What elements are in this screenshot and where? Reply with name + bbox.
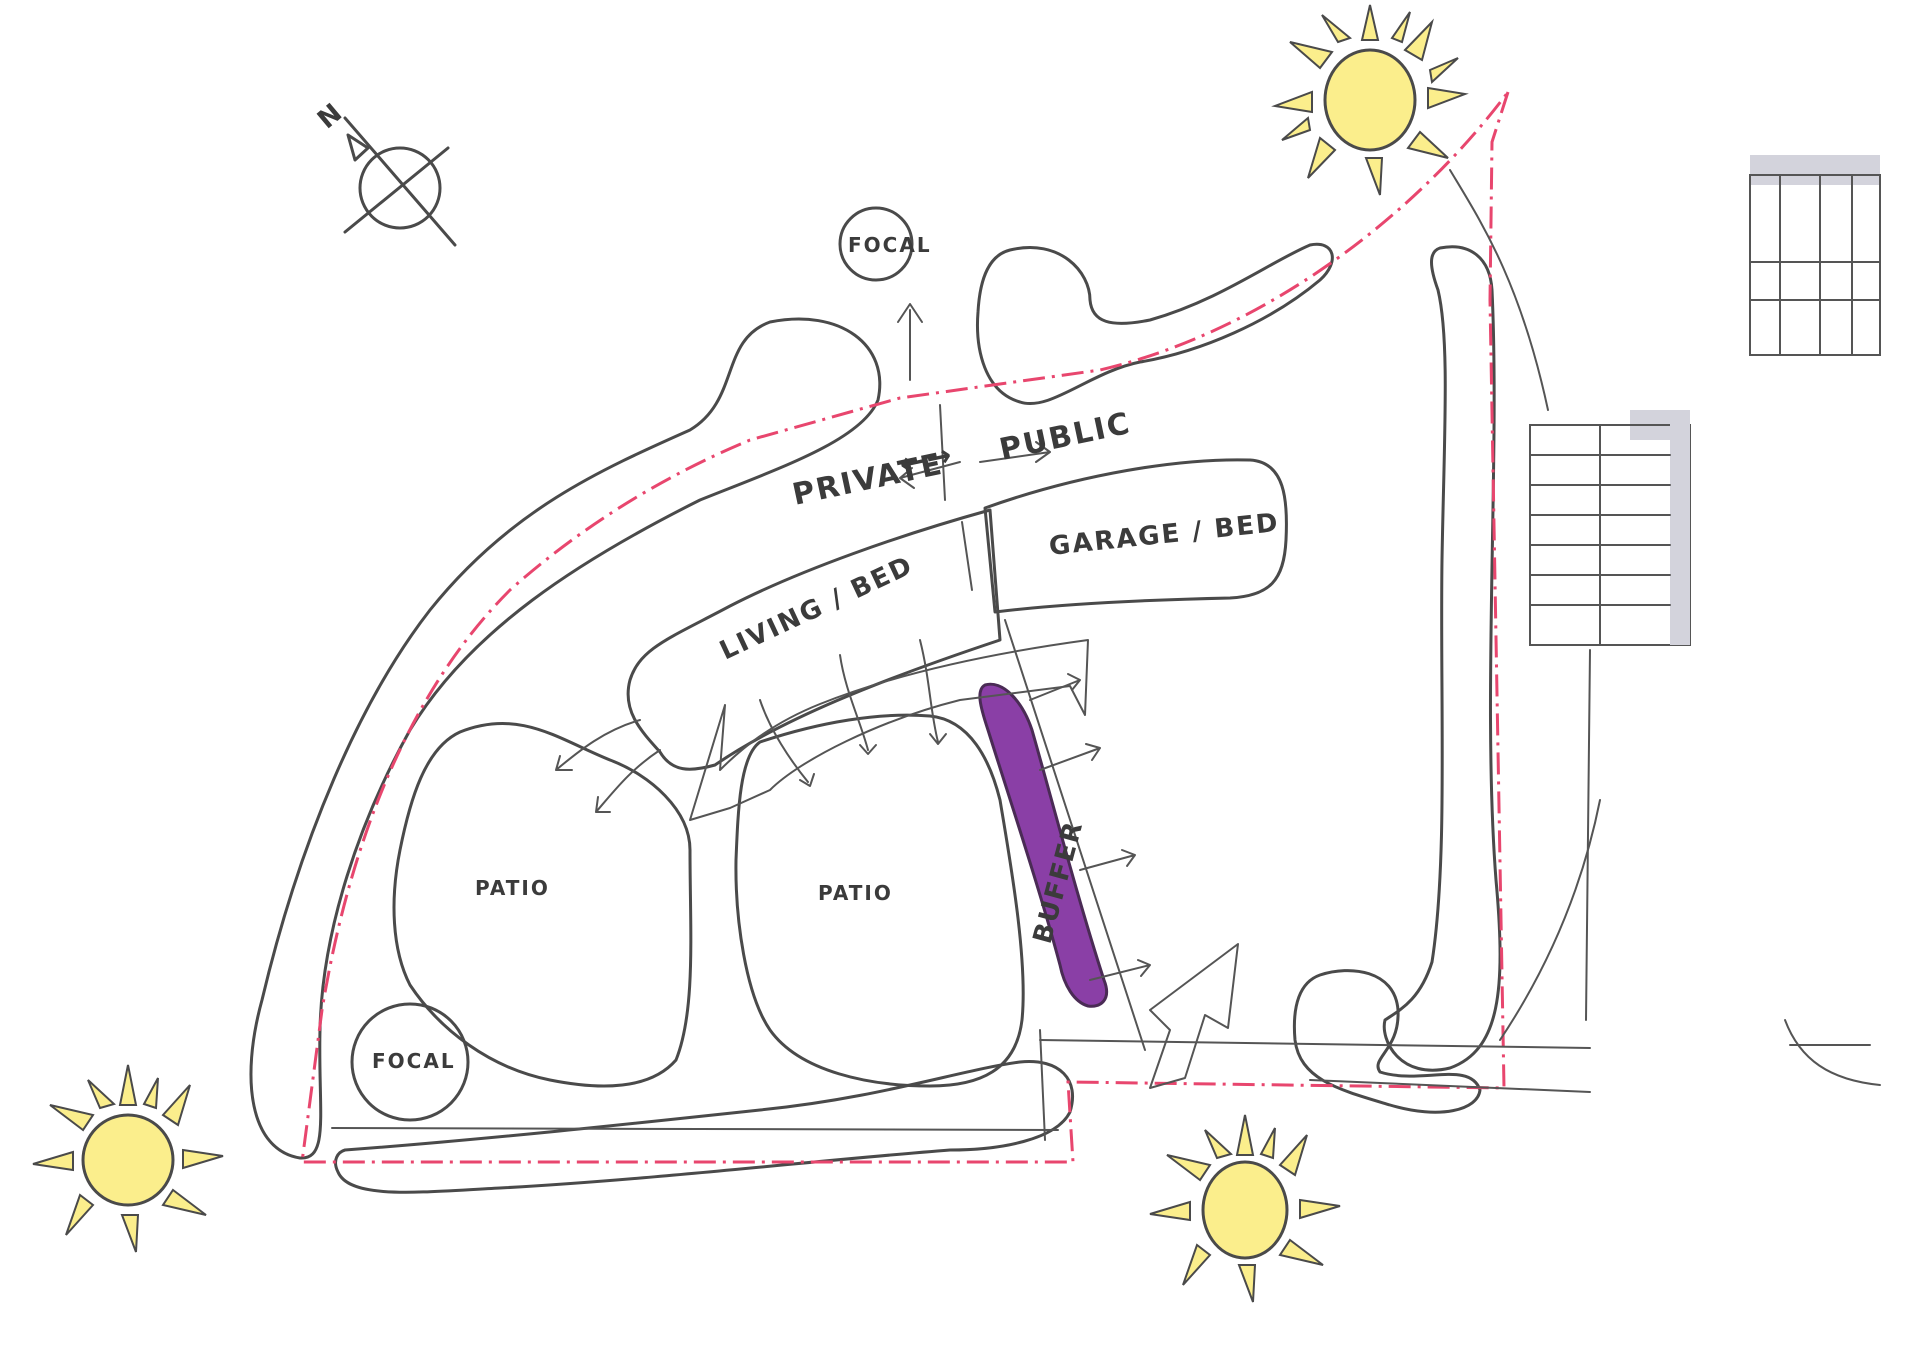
patio-left-zone [392,722,693,1088]
adjacent-buildings [1529,155,1881,1086]
flow-line [1039,1029,1046,1141]
focal-top-label: FOCAL [848,233,932,257]
green-zone-south-strip [334,1060,1075,1194]
sun-bottom-center [1149,1114,1341,1303]
flow-line [1029,673,1081,701]
flow-line [1499,799,1601,1041]
adjacent-building-lower [1529,424,1691,646]
green-zone-north-blob [976,242,1334,406]
patio-right-label: PATIO [818,881,893,905]
public-label: PUBLIC [996,406,1134,468]
sun-bottom-left [32,1064,224,1253]
lilac-sweep-arrow [689,639,1089,821]
focal-bottom-circle [350,1002,470,1122]
north-label: N [312,97,349,135]
partial-line-far-right [1784,1019,1881,1086]
flow-line [897,303,923,381]
circulation-arrows [689,639,1239,1089]
sun-icon [1149,1114,1341,1303]
sun-icon [32,1064,224,1253]
living-bed-zone [626,508,1002,771]
building-grid-lines [1749,174,1881,356]
flow-line [759,699,815,787]
adjacent-building-upper [1749,174,1881,356]
flow-line [1004,619,1146,1051]
focal-points [350,206,914,1122]
flow-line [919,639,947,745]
flow-line [839,654,877,755]
arrow-glyph: ←→ [896,437,956,483]
adjacent-building-side-shade [1670,410,1690,645]
flow-line [979,441,1051,463]
buffer-zone-group [978,682,1109,1008]
flow-line [595,749,661,813]
green-zone-west-arc [249,317,882,1160]
patio-right-zone [734,713,1025,1088]
flow-line [555,719,641,771]
sun-top-right [1271,4,1469,196]
garage-bed-label: GARAGE / BED [1048,508,1281,562]
flow-line [899,461,961,489]
adjacent-building-shade [1750,155,1880,185]
flow-lines [331,169,1601,1141]
green-zone-southeast-hook [1292,969,1482,1114]
focal-top-circle [838,206,914,282]
patio-left-label: PATIO [475,876,550,900]
building-grid-lines [1529,424,1671,646]
flow-line [1039,1039,1591,1049]
flow-line [961,521,973,591]
sun-icon [1271,4,1469,196]
flow-line [1039,743,1101,771]
flow-line [939,404,946,501]
flow-line [1449,169,1549,411]
property-boundary-line [300,91,1510,1164]
north-arrow-icon: N [312,97,457,247]
focal-bottom-label: FOCAL [372,1049,456,1073]
buffer-zone [978,682,1109,1008]
green-zone-east-strip [1382,245,1502,1072]
building-zones [626,458,1288,771]
property-boundary [300,91,1510,1164]
garage-bed-zone [983,458,1288,614]
patio-zones [392,713,1025,1088]
flow-line [1585,649,1591,1021]
flow-line [1079,849,1136,871]
flow-line [331,1127,1059,1131]
pink-entry-arrow [1149,943,1239,1089]
flow-line [1309,1079,1591,1093]
